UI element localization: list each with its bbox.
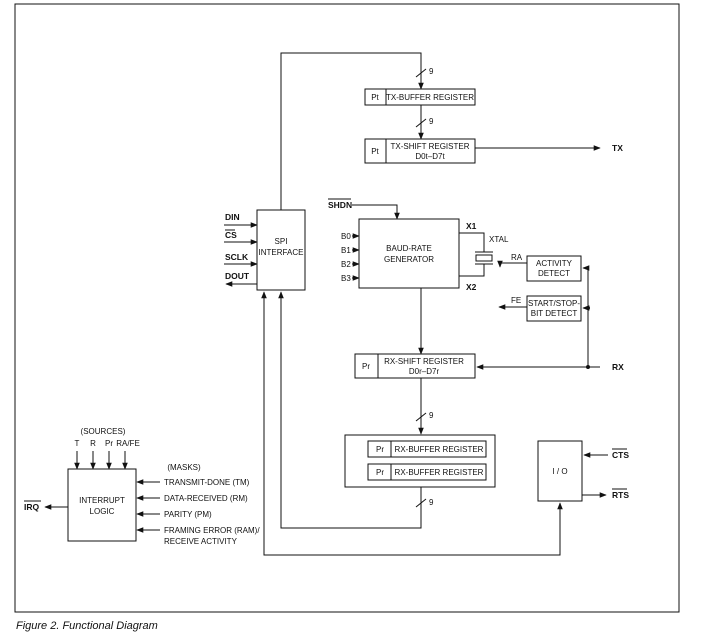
rx-buffer-1-prefix: Pr — [376, 445, 384, 454]
pin-x1: X1 — [466, 221, 477, 231]
label-b2: B2 — [341, 260, 351, 269]
pin-cts: CTS — [612, 450, 629, 460]
pin-dout: DOUT — [225, 271, 250, 281]
start-stop-bit-detect: START/STOP- BIT DETECT — [526, 295, 582, 322]
activity-line1: ACTIVITY — [536, 259, 573, 268]
figure-caption: Figure 2. Functional Diagram — [16, 620, 158, 632]
bus-width-slash-2 — [415, 118, 427, 128]
interrupt-line2: LOGIC — [90, 507, 115, 516]
rx-shift-prefix: Pr — [362, 362, 370, 371]
activity-line2: DETECT — [538, 269, 570, 278]
spi-line1: SPI — [275, 237, 288, 246]
label-masks: (MASKS) — [167, 463, 201, 472]
bus-width-1: 9 — [429, 67, 434, 76]
pin-rts: RTS — [612, 490, 629, 500]
tx-shift-prefix: Pt — [371, 147, 379, 156]
label-b0: B0 — [341, 232, 351, 241]
label-ra: RA — [511, 253, 523, 262]
spi-to-tx-bus — [280, 52, 424, 210]
interrupt-line1: INTERRUPT — [79, 496, 125, 505]
pin-shdn: SHDN — [328, 200, 352, 210]
x1-line — [459, 232, 485, 252]
io-block: I / O — [537, 440, 583, 502]
rx-shift-label: RX-SHIFT REGISTER — [384, 357, 464, 366]
tx-shift-register: Pt TX-SHIFT REGISTER D0t–D7t — [364, 138, 476, 164]
pin-din: DIN — [225, 212, 240, 222]
mask-pm: PARITY (PM) — [164, 510, 212, 519]
rx-buffer-group: Pr RX-BUFFER REGISTER Pr RX-BUFFER REGIS… — [344, 434, 496, 488]
rx-shift-register: Pr RX-SHIFT REGISTER D0r–D7r — [354, 353, 476, 379]
spi-interface: SPI INTERFACE — [256, 209, 306, 291]
tx-shift-label: TX-SHIFT REGISTER — [391, 142, 470, 151]
source-rafe: RA/FE — [116, 439, 140, 448]
label-sources: (SOURCES) — [81, 427, 126, 436]
rx-buffer-2-label: RX-BUFFER REGISTER — [395, 468, 484, 477]
pin-x2: X2 — [466, 282, 477, 292]
rx-shift-sub: D0r–D7r — [409, 367, 440, 376]
pin-irq: IRQ — [24, 502, 40, 512]
spi-io-bus — [261, 291, 563, 556]
rx-buffer-to-spi-bus — [278, 291, 422, 529]
source-r: R — [90, 439, 96, 448]
mask-ram-line2: RECEIVE ACTIVITY — [164, 537, 238, 546]
io-label: I / O — [552, 467, 567, 476]
ra-line — [497, 260, 527, 268]
mask-tm: TRANSMIT-DONE (TM) — [164, 478, 250, 487]
pin-tx: TX — [612, 143, 623, 153]
spi-line2: INTERFACE — [259, 248, 304, 257]
baud-rate-generator: BAUD-RATE GENERATOR — [358, 218, 460, 289]
baud-line2: GENERATOR — [384, 255, 434, 264]
baud-line1: BAUD-RATE — [386, 244, 432, 253]
shdn-line — [352, 204, 400, 220]
label-b3: B3 — [341, 274, 351, 283]
label-fe: FE — [511, 296, 521, 305]
pin-cs: CS — [225, 230, 237, 240]
rx-buffer-2-prefix: Pr — [376, 468, 384, 477]
crystal-icon — [475, 251, 493, 265]
tx-shift-sub: D0t–D7t — [415, 152, 445, 161]
bus-width-2: 9 — [429, 117, 434, 126]
mask-ram-line1: FRAMING ERROR (RAM)/ — [164, 526, 260, 535]
tx-buffer-prefix: Pt — [371, 93, 379, 102]
activity-detect: ACTIVITY DETECT — [526, 255, 582, 282]
tx-buffer-label: TX-BUFFER REGISTER — [386, 93, 474, 102]
pin-sclk: SCLK — [225, 252, 249, 262]
bus-width-4: 9 — [429, 498, 434, 507]
startstop-line1: START/STOP- — [528, 299, 580, 308]
source-t: T — [75, 439, 80, 448]
pin-rx: RX — [612, 362, 624, 372]
interrupt-logic: INTERRUPT LOGIC — [67, 468, 137, 542]
rx-buffer-1-label: RX-BUFFER REGISTER — [395, 445, 484, 454]
label-b1: B1 — [341, 246, 351, 255]
x2-line — [459, 264, 485, 277]
bus-width-slash-1 — [415, 68, 427, 78]
tx-buffer-register: Pt TX-BUFFER REGISTER — [364, 88, 476, 106]
junction-dot-1 — [586, 306, 590, 310]
junction-dot-2 — [586, 365, 590, 369]
diagram-frame — [14, 3, 680, 613]
mask-rm: DATA-RECEIVED (RM) — [164, 494, 248, 503]
bus-width-3: 9 — [429, 411, 434, 420]
label-xtal: XTAL — [489, 235, 509, 244]
startstop-line2: BIT DETECT — [531, 309, 578, 318]
source-pr: Pr — [105, 439, 113, 448]
